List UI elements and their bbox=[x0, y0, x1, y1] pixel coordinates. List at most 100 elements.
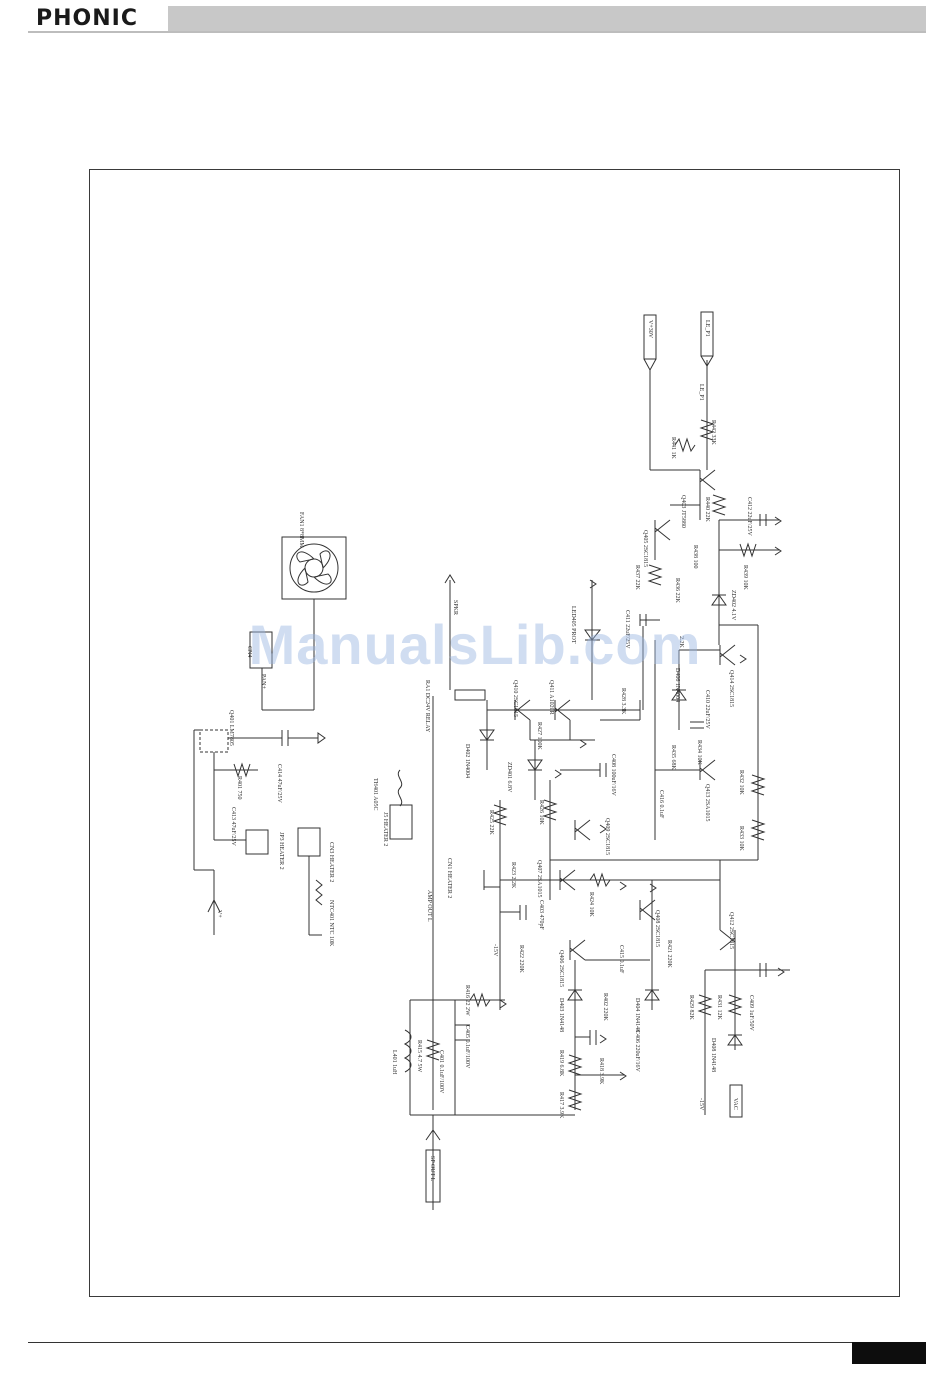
label-lep1: LE_P1 bbox=[704, 320, 710, 337]
label-c409: C409 1uF/50V bbox=[748, 995, 754, 1032]
label-r433: R433 10K bbox=[738, 826, 744, 852]
label-r425: R425 22K bbox=[488, 810, 494, 836]
label-r419: R419 6.8K bbox=[558, 1050, 564, 1077]
label-spout: SP OUT L bbox=[429, 1156, 435, 1182]
label-q405: Q405 2SC1815 bbox=[642, 530, 648, 567]
label-r431: R431 12K bbox=[716, 995, 722, 1021]
label-r434: R434 10K bbox=[696, 740, 702, 766]
label-ntc: NTC401 NTC 10K bbox=[328, 900, 334, 947]
label-r442: R442 33K bbox=[710, 420, 716, 446]
lep-box bbox=[700, 311, 714, 357]
label-d403: D403 1N4148 bbox=[558, 998, 564, 1032]
label-r422: R422 220K bbox=[518, 945, 524, 974]
label-r426: R426 10K bbox=[538, 800, 544, 826]
label-cn4: CN4 bbox=[246, 646, 252, 657]
label-r440: R440 22K bbox=[704, 497, 710, 523]
label-c411: C411 22uF/25V bbox=[624, 610, 630, 649]
vac-box bbox=[729, 1084, 743, 1118]
label-r417: R417 3.9K bbox=[558, 1092, 564, 1119]
sp-out-box bbox=[425, 1149, 441, 1203]
label-d404: D404 1N4148 bbox=[634, 998, 640, 1032]
label-cn3: CN3 HEATER 2 bbox=[328, 842, 334, 882]
label-ra1: RA1 DC24V RELAY bbox=[424, 680, 430, 733]
label-d408: D408 1N4148 bbox=[710, 1038, 716, 1072]
label-c412: C412 22uF/25V bbox=[746, 497, 752, 537]
fan-hub bbox=[304, 558, 324, 578]
label-r436: R436 22K bbox=[674, 578, 680, 604]
label-r418: R418 3.9K bbox=[598, 1058, 604, 1085]
label-q410: Q410 2SC1815 bbox=[512, 680, 518, 717]
label-c416: C416 0.1uF bbox=[658, 790, 664, 819]
label-c415: C415 0.1uF bbox=[618, 945, 624, 974]
label-l401: L401 1uH bbox=[391, 1050, 397, 1075]
label-vac: VAC bbox=[732, 1098, 738, 1110]
label-q412: Q412 2SC1815 bbox=[728, 912, 734, 949]
label-c413: C413 47uF/25V bbox=[230, 807, 236, 847]
label-zd: 2.2K bbox=[678, 636, 684, 649]
header-bar bbox=[168, 6, 926, 32]
label-q414: Q414 2SC1815 bbox=[728, 670, 734, 707]
label-amp: AMP OUT L bbox=[426, 890, 432, 922]
label-r415: R415 4.7 5W bbox=[416, 1040, 422, 1073]
label-c414: C414 47uF/25V bbox=[276, 764, 282, 804]
q401-box bbox=[199, 729, 229, 753]
label-c408: C408 100uF/16V bbox=[610, 754, 616, 797]
label-r428: R428 3.3K bbox=[620, 688, 626, 715]
label-r437: R437 22K bbox=[634, 565, 640, 591]
label-d402: D402 1N4004 bbox=[464, 744, 470, 778]
label-spkr: SPKR bbox=[452, 600, 458, 615]
label-zd401: ZD401 6.8V bbox=[506, 762, 512, 793]
label-r435: R435 68K bbox=[670, 745, 676, 771]
label-v15a: -15V bbox=[492, 944, 498, 957]
label-r441: R441 1K bbox=[670, 437, 676, 460]
label-q406: Q406 2SC1815 bbox=[558, 950, 564, 987]
label-c401: C401 0.1uF/100V bbox=[438, 1050, 444, 1094]
label-v1: V+ bbox=[216, 910, 222, 918]
schematic-frame bbox=[89, 169, 900, 1297]
j5-box bbox=[389, 804, 413, 840]
footer-rule bbox=[28, 1342, 926, 1343]
cn3-box bbox=[297, 827, 321, 857]
header-rule bbox=[28, 31, 926, 33]
label-r421: R421 220K bbox=[666, 940, 672, 969]
label-fan: FAN1 8*8MM bbox=[298, 512, 304, 548]
cn4-box bbox=[249, 631, 273, 669]
label-q411: Q411 A1020R bbox=[548, 680, 554, 715]
label-lep2: LE_P1 bbox=[698, 384, 704, 401]
label-c406: C406 220uF/16V bbox=[634, 1030, 640, 1073]
label-c410: C410 22uF/25V bbox=[704, 690, 710, 730]
label-r402: R402 220K bbox=[602, 993, 608, 1022]
label-r439: R439 10K bbox=[742, 565, 748, 591]
label-pan: PAN+ bbox=[260, 674, 266, 689]
label-j5: J5 HEATER 2 bbox=[382, 812, 388, 846]
fan-outline bbox=[281, 536, 347, 600]
label-r401: R401 750 bbox=[236, 776, 242, 800]
label-r424: R424 10K bbox=[588, 892, 594, 918]
label-q401: Q401 LM7805 bbox=[228, 710, 234, 746]
label-q408: Q408 2SC1815 bbox=[654, 910, 660, 947]
label-q409: Q409 2SC1815 bbox=[604, 818, 610, 855]
page-number-tab bbox=[852, 1342, 926, 1364]
label-q413: Q413 2SA1015 bbox=[704, 784, 710, 822]
label-d406: D406 1N4004 bbox=[674, 668, 680, 702]
label-r423: R423 2.2K bbox=[510, 862, 516, 889]
label-q403: Q403 JT5880 bbox=[680, 495, 686, 528]
label-v30: V+30V bbox=[647, 320, 653, 339]
label-th: TH401 A05C bbox=[372, 778, 378, 811]
label-r438: R438 100 bbox=[692, 545, 698, 569]
label-led: LED405 PROT bbox=[570, 606, 576, 644]
label-r429: R429 82K bbox=[688, 995, 694, 1021]
jp3-box bbox=[245, 829, 269, 855]
label-c403: C403 470pF bbox=[538, 900, 544, 931]
label-q407: Q407 2SA1015 bbox=[536, 860, 542, 898]
label-zd402: ZD402 4.1V bbox=[730, 590, 736, 621]
label-r432: R432 10K bbox=[738, 770, 744, 796]
label-r427: R427 100K bbox=[536, 722, 542, 751]
label-r416: R416 22 2W bbox=[464, 985, 470, 1016]
brand-logo: PHONIC bbox=[36, 6, 138, 31]
label-v15b: -15V bbox=[698, 1098, 704, 1111]
label-cn1: CN1 HEATER 2 bbox=[446, 858, 452, 898]
label-jp3: JP3 HEATER 2 bbox=[278, 832, 284, 870]
v30-box bbox=[643, 314, 657, 360]
